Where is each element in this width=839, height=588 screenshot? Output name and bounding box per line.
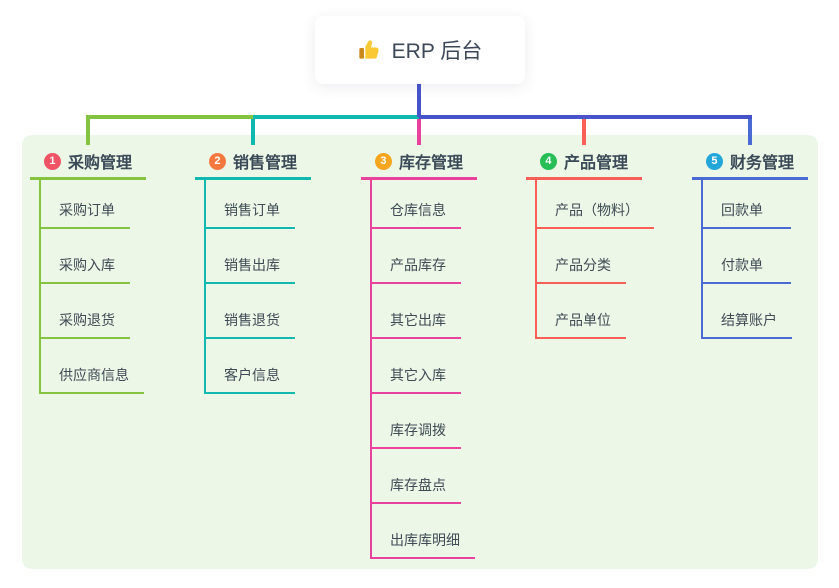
child-topic-label: 产品单位 [555, 312, 611, 328]
child-topic[interactable]: 采购订单 [41, 177, 130, 229]
branch-index-badge: 1 [43, 152, 61, 170]
root-topic[interactable]: ERP 后台 [315, 16, 525, 84]
child-topic-label: 采购退货 [59, 312, 115, 328]
child-topic[interactable]: 出库库明细 [372, 504, 475, 559]
child-topic-label: 采购订单 [59, 202, 115, 218]
branch-topic[interactable]: 4 产品管理 [526, 145, 642, 180]
child-topic[interactable]: 库存调拨 [372, 394, 461, 449]
branch-topic[interactable]: 5 财务管理 [692, 145, 808, 180]
child-topic[interactable]: 产品（物料） [537, 177, 654, 229]
child-topic[interactable]: 销售订单 [206, 177, 295, 229]
child-topic[interactable]: 仓库信息 [372, 177, 461, 229]
child-topic-label: 结算账户 [721, 312, 777, 328]
child-topic[interactable]: 产品库存 [372, 229, 461, 284]
child-topic-label: 库存调拨 [390, 422, 446, 438]
child-topic-label: 库存盘点 [390, 477, 446, 493]
root-topic-label: ERP 后台 [391, 40, 483, 63]
branch-topic[interactable]: 3 库存管理 [361, 145, 477, 180]
branch-topic-label: 产品管理 [563, 155, 628, 172]
child-topic[interactable]: 付款单 [703, 229, 791, 284]
child-topic-label: 仓库信息 [390, 202, 446, 218]
child-topic-label: 销售出库 [224, 257, 280, 273]
branch-children: 仓库信息 产品库存 其它出库 其它入库 库存调拨 库存盘点 出库库明细 [370, 177, 475, 559]
branch-index-badge: 4 [539, 152, 557, 170]
branch-topic-label: 财务管理 [729, 155, 794, 172]
branch-children: 回款单 付款单 结算账户 [701, 177, 792, 339]
branch-topic-label: 采购管理 [67, 155, 132, 172]
branch-topic[interactable]: 2 销售管理 [195, 145, 311, 180]
child-topic-label: 销售订单 [224, 202, 280, 218]
child-topic-label: 回款单 [721, 202, 763, 218]
child-topic[interactable]: 回款单 [703, 177, 791, 229]
connector-line [86, 117, 90, 145]
child-topic-label: 出库库明细 [390, 532, 460, 548]
branch-topic-label: 销售管理 [232, 155, 297, 172]
branch-index-badge: 3 [374, 152, 392, 170]
connector-line [417, 117, 421, 145]
child-topic[interactable]: 库存盘点 [372, 449, 461, 504]
thumbs-up-icon [359, 40, 379, 59]
child-topic-label: 产品库存 [390, 257, 446, 273]
branch-topic-label: 库存管理 [398, 155, 463, 172]
connector-line [417, 84, 421, 117]
branch-children: 产品（物料） 产品分类 产品单位 [535, 177, 654, 339]
child-topic[interactable]: 客户信息 [206, 339, 295, 394]
child-topic[interactable]: 采购入库 [41, 229, 130, 284]
child-topic[interactable]: 其它出库 [372, 284, 461, 339]
child-topic-label: 客户信息 [224, 367, 280, 383]
child-topic-label: 其它出库 [390, 312, 446, 328]
child-topic-label: 付款单 [721, 257, 763, 273]
branch-children: 采购订单 采购入库 采购退货 供应商信息 [39, 177, 144, 394]
child-topic[interactable]: 结算账户 [703, 284, 792, 339]
child-topic[interactable]: 其它入库 [372, 339, 461, 394]
connector-line [419, 115, 752, 119]
branch-index-badge: 5 [705, 152, 723, 170]
branches-panel [22, 135, 818, 569]
connector-line [251, 117, 255, 145]
child-topic[interactable]: 产品分类 [537, 229, 626, 284]
connector-line [253, 115, 419, 119]
child-topic[interactable]: 采购退货 [41, 284, 130, 339]
connector-line [582, 117, 586, 145]
branch-children: 销售订单 销售出库 销售退货 客户信息 [204, 177, 295, 394]
child-topic-label: 采购入库 [59, 257, 115, 273]
child-topic[interactable]: 销售出库 [206, 229, 295, 284]
child-topic[interactable]: 销售退货 [206, 284, 295, 339]
child-topic-label: 产品分类 [555, 257, 611, 273]
child-topic-label: 销售退货 [224, 312, 280, 328]
child-topic-label: 供应商信息 [59, 367, 129, 383]
connector-line [748, 117, 752, 145]
child-topic[interactable]: 供应商信息 [41, 339, 144, 394]
connector-line [86, 115, 253, 119]
child-topic-label: 产品（物料） [555, 202, 639, 218]
child-topic[interactable]: 产品单位 [537, 284, 626, 339]
branch-topic[interactable]: 1 采购管理 [30, 145, 146, 180]
child-topic-label: 其它入库 [390, 367, 446, 383]
branch-index-badge: 2 [208, 152, 226, 170]
